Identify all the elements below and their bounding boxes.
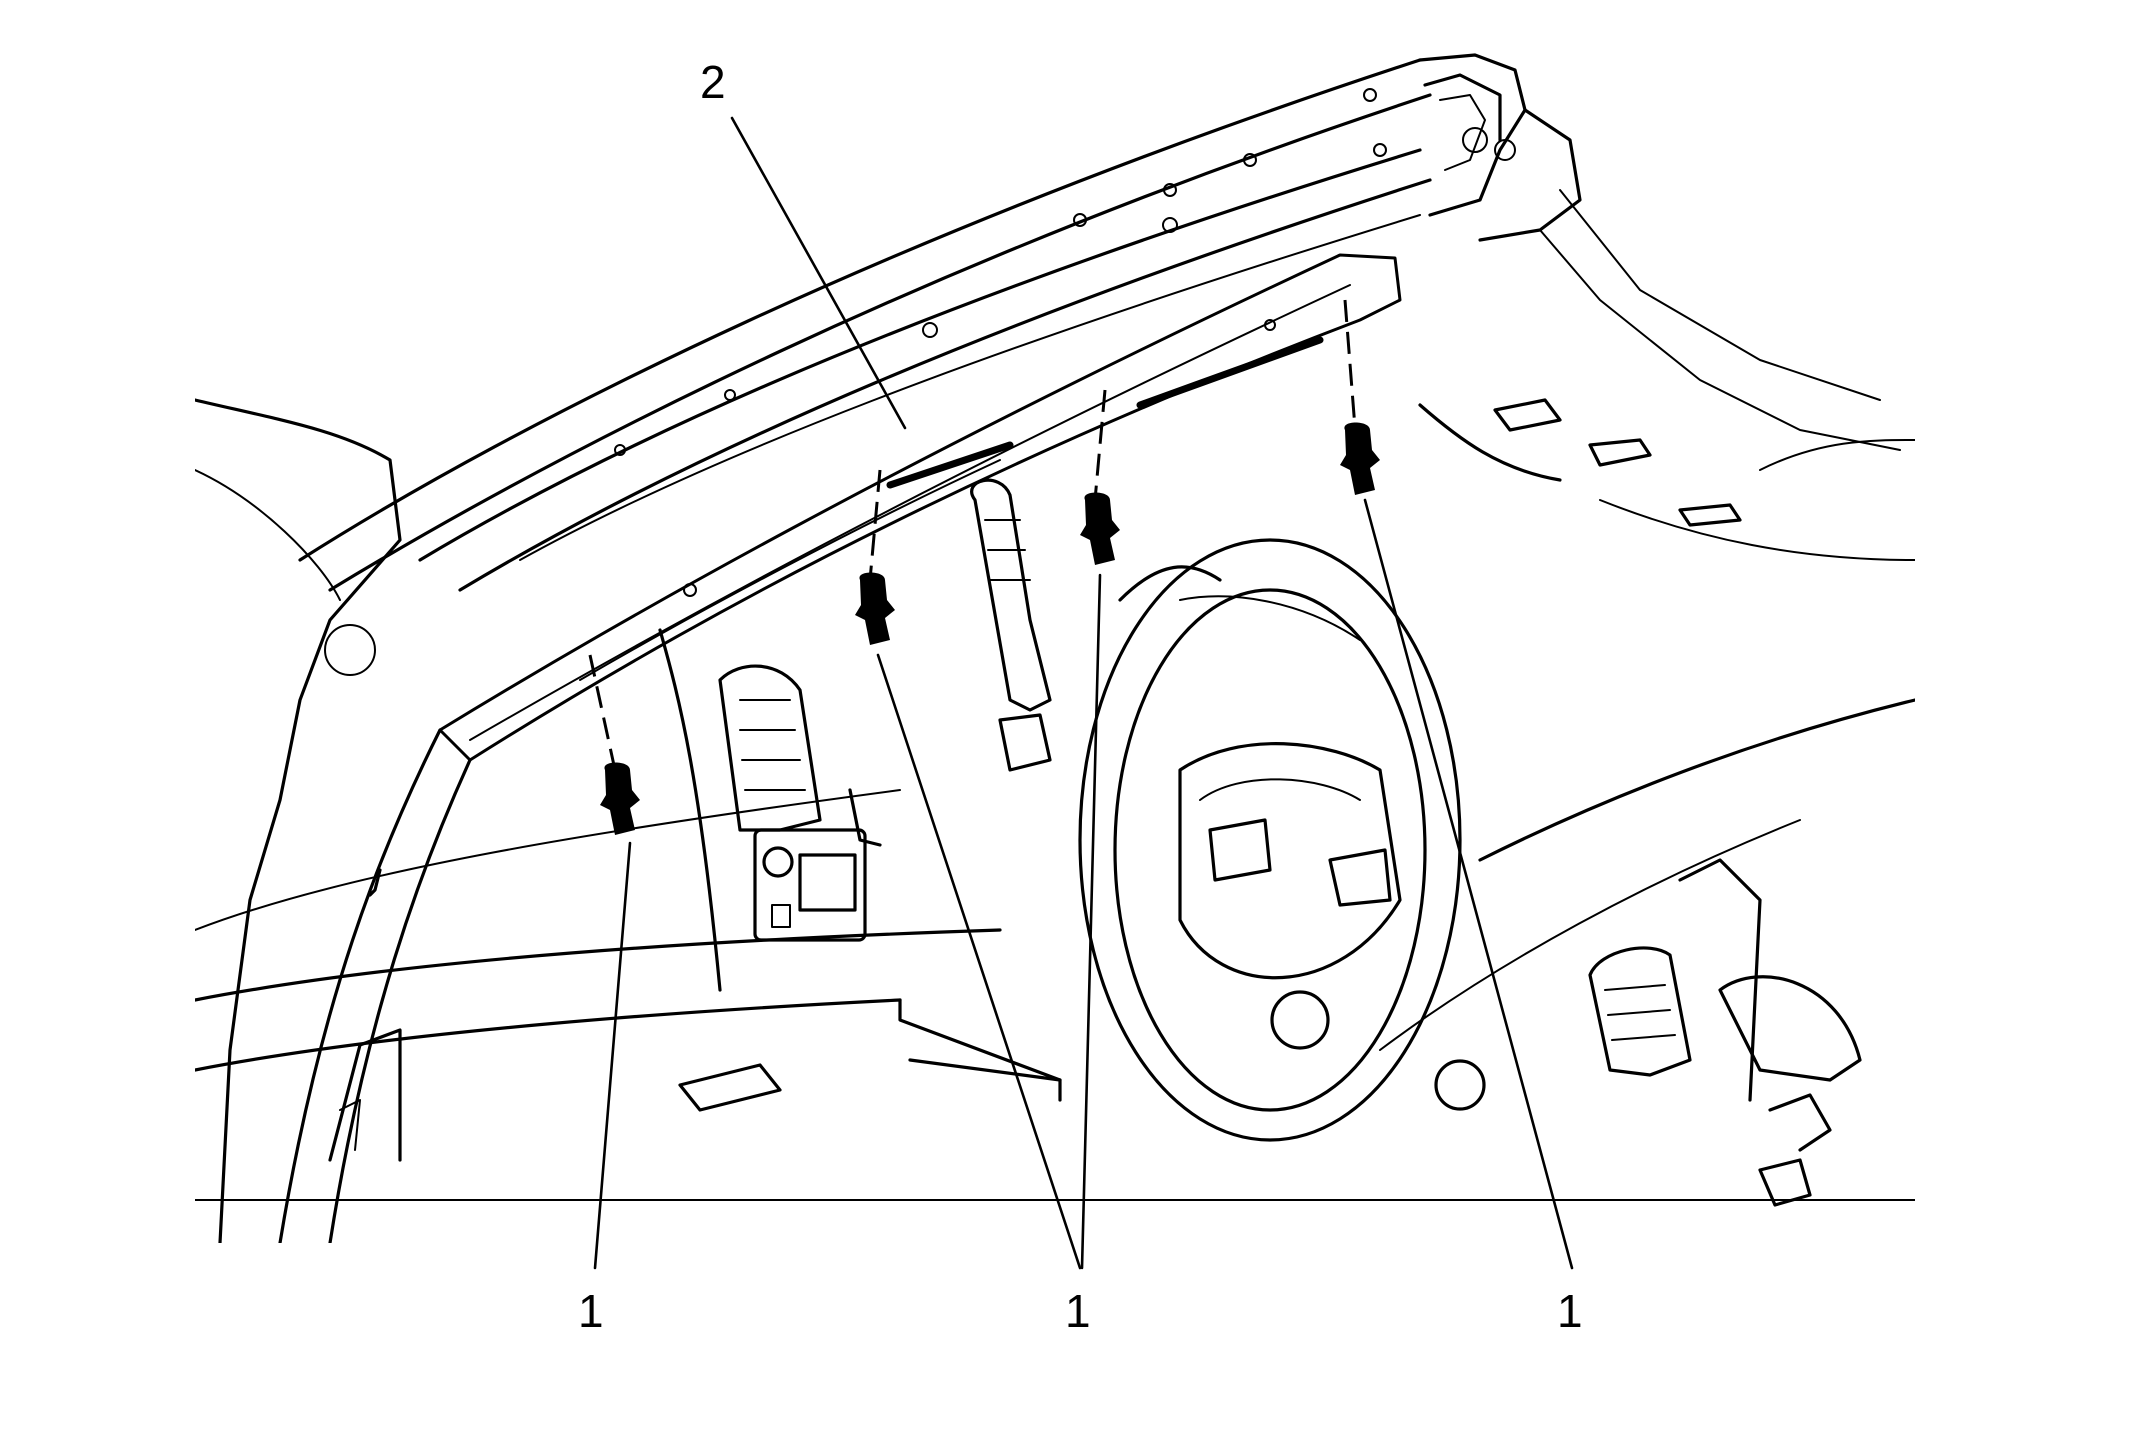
retainer-clip-1 [588, 654, 640, 835]
retainer-clip-4 [1340, 299, 1380, 495]
rail-fastener-holes [614, 88, 1387, 456]
headlamp-switch-panel [753, 828, 867, 942]
roof-header-rail [298, 53, 1901, 592]
steering-wheel [1078, 538, 1486, 1142]
air-vent-left [718, 664, 882, 847]
windshield-pillar-trim-panel [438, 253, 1402, 762]
callout-clip-right-label: 1 [1557, 1285, 1583, 1337]
callout-clip-middle-label: 1 [1065, 1285, 1091, 1337]
callout-clip-left-label: 1 [578, 1285, 604, 1337]
vehicle-interior-drawing [195, 53, 1915, 1243]
dashboard [195, 628, 1915, 1201]
leader-lines [593, 116, 1574, 1270]
retainer-clip-2 [855, 469, 895, 645]
callout-trim-label: 2 [700, 56, 726, 108]
air-vent-right [1588, 946, 1862, 1207]
turn-signal-stalk [970, 478, 1052, 772]
retainer-clip-3 [1080, 389, 1120, 565]
headliner [1418, 398, 1915, 561]
a-pillar [195, 398, 472, 1243]
